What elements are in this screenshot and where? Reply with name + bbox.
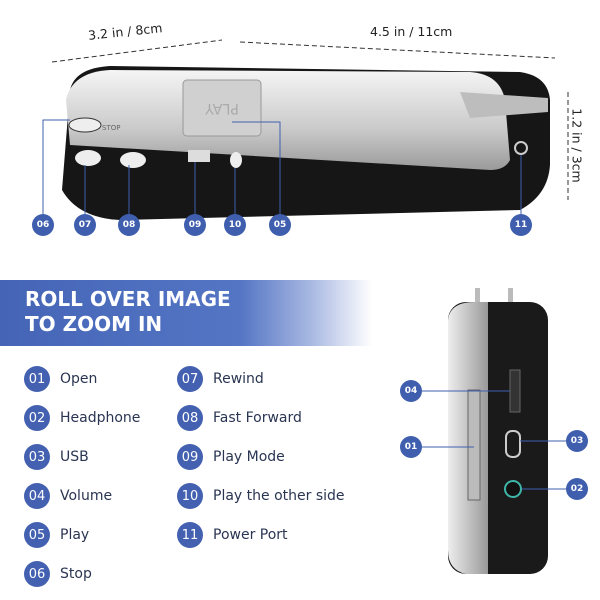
callout-03: 03 [566,430,588,452]
rewind-key [75,150,101,166]
open-slider [467,389,481,501]
volume-wheel [509,369,521,413]
legend-number: 01 [24,366,50,392]
legend-number: 04 [24,483,50,509]
legend-item: 05 Play [24,522,89,548]
legend-item: 11 Power Port [177,522,288,548]
legend-item: 10 Play the other side [177,483,345,509]
callout-02: 02 [566,478,588,500]
usb-port [505,430,521,458]
legend-item: 01 Open [24,366,97,392]
cassette-player-side-view [422,288,566,574]
legend-label: Power Port [213,527,288,543]
legend-label: Stop [60,566,92,582]
length-dimension: 4.5 in / 11cm [370,24,453,39]
headphone-jack [504,480,522,498]
legend-label: Headphone [60,410,141,426]
callout-08: 08 [118,214,140,236]
stop-key [68,117,102,133]
callout-05: 05 [269,214,291,236]
legend-label: Open [60,371,98,387]
legend-label: USB [60,449,89,465]
play-other-side-button [230,152,242,168]
legend-number: 08 [177,405,203,431]
legend-item: 03 USB [24,444,89,470]
legend-label: Volume [60,488,113,504]
callout-11: 11 [510,214,532,236]
legend-number: 05 [24,522,50,548]
legend-item: 08 Fast Forward [177,405,302,431]
legend-label: Fast Forward [213,410,302,426]
height-dimension: 1.2 in / 3cm [569,108,585,183]
stop-key-label: STOP [102,124,120,132]
legend-item: 09 Play Mode [177,444,285,470]
banner-title: ROLL OVER IMAGE TO ZOOM IN [25,287,231,337]
banner-line-1: ROLL OVER IMAGE [25,287,231,311]
legend-label: Play [60,527,90,543]
legend-number: 11 [177,522,203,548]
legend-label: Play Mode [213,449,285,465]
legend-item: 04 Volume [24,483,112,509]
legend-number: 02 [24,405,50,431]
legend-label: Play the other side [213,488,345,504]
legend-item: 06 Stop [24,561,92,587]
fast-forward-key [120,152,146,168]
callout-06: 06 [32,214,54,236]
legend-item: 07 Rewind [177,366,264,392]
play-key-label: PLAY [205,100,239,116]
legend-item: 02 Headphone [24,405,140,431]
legend-number: 06 [24,561,50,587]
play-mode-switch [188,150,210,162]
silver-top-panel [66,70,510,170]
callout-04: 04 [400,380,422,402]
cassette-player-front-view: PLAY STOP [42,39,569,220]
callout-01: 01 [400,436,422,458]
banner-line-2: TO ZOOM IN [25,312,163,336]
power-port [514,141,528,155]
callout-10: 10 [224,214,246,236]
legend-label: Rewind [213,371,264,387]
callout-09: 09 [184,214,206,236]
legend-number: 10 [177,483,203,509]
legend-number: 07 [177,366,203,392]
legend-number: 03 [24,444,50,470]
callout-07: 07 [74,214,96,236]
legend-number: 09 [177,444,203,470]
